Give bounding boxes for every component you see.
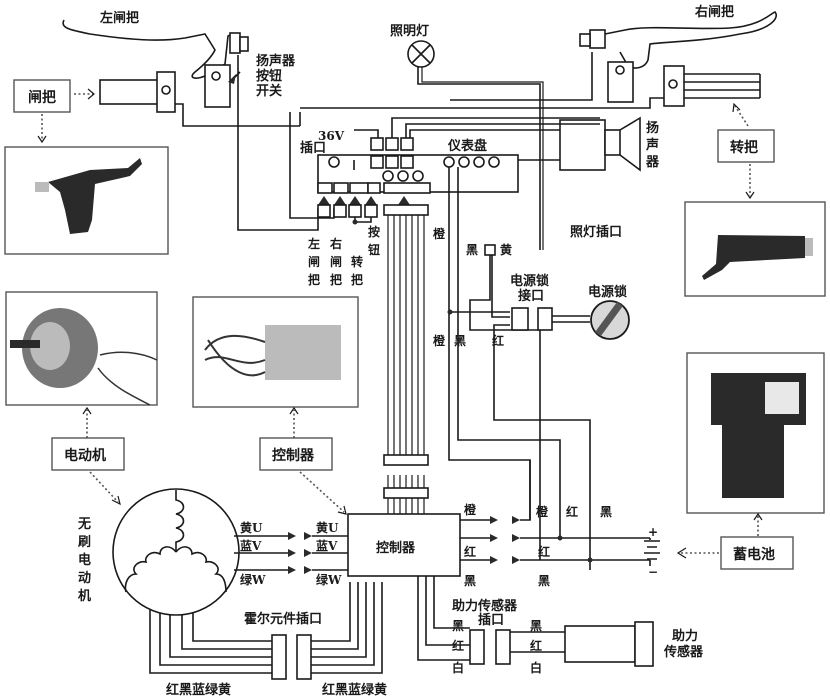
power-lock-interface [511, 307, 590, 331]
right-brake-lever [300, 11, 777, 109]
brushless-motor-symbol [112, 488, 383, 680]
controller-callout-label: 控制器 [272, 447, 315, 464]
controller-photo [192, 296, 359, 408]
right-brake-conn-label-1: 右 [329, 236, 342, 251]
brake-callout-label: 闸把 [28, 89, 56, 106]
motor-label-2: 刷 [78, 535, 91, 550]
battery-callout-label: 蓄电池 [733, 546, 775, 563]
controller-out-orange: 橙 [464, 502, 477, 517]
headlight-label: 照明灯 [390, 23, 429, 39]
phase-u-controller: 黄U [316, 520, 339, 535]
horn-label-1: 扬 [646, 120, 659, 136]
controller-callout[interactable]: 控制器 [259, 406, 347, 515]
throttle-callout-label: 转把 [730, 139, 758, 156]
assist-socket-label-2: 插口 [478, 612, 504, 628]
wire-label-black-top: 黑 [466, 243, 478, 257]
power-lock-icon[interactable] [590, 300, 630, 340]
assist-sensor-label-2: 传感器 [663, 644, 704, 660]
right-brake-conn-label-3: 把 [330, 272, 342, 287]
battery-wire-orange: 橙 [536, 504, 549, 519]
brake-photo [4, 146, 169, 255]
motor-callout-label: 电动机 [64, 447, 106, 464]
throttle-callout[interactable]: 转把 [717, 102, 775, 200]
assist-right-black: 黑 [530, 619, 542, 633]
assist-left-white: 白 [452, 660, 464, 675]
headlight-icon [407, 40, 544, 250]
throttle-conn-label-1: 转 [351, 254, 363, 269]
motor-label-3: 电 [78, 552, 91, 568]
motor-label-1: 无 [77, 517, 91, 532]
horn-button-label-2: 按钮 [256, 68, 282, 84]
power-lock-label: 电源锁 [588, 284, 627, 300]
throttle-photo [684, 201, 826, 297]
phase-u-motor: 黄U [240, 520, 263, 535]
controller-block [347, 460, 660, 667]
horn-label-3: 器 [645, 155, 660, 170]
right-brake-conn-label-2: 闸 [330, 254, 342, 269]
battery-plus: + [648, 525, 658, 539]
battery-minus: − [648, 565, 658, 579]
phase-v-motor: 蓝V [240, 538, 262, 553]
left-brake-conn-label-1: 左 [307, 236, 320, 251]
horn-label-2: 声 [645, 137, 659, 153]
throttle-conn-label-2: 把 [351, 272, 363, 287]
left-brake-label: 左闸把 [100, 10, 139, 26]
assist-left-black: 黑 [452, 619, 464, 633]
phase-w-motor: 绿W [240, 572, 266, 587]
socket-label: 插口 [300, 140, 326, 156]
controller-label: 控制器 [376, 540, 416, 556]
assist-right-white: 白 [530, 660, 542, 675]
button-conn-label-1: 按 [368, 224, 380, 239]
phase-v-controller: 蓝V [316, 538, 338, 553]
battery-wire-red: 红 [566, 504, 578, 519]
horn-button-label-3: 开关 [256, 83, 282, 99]
headlight-socket-label: 照灯插口 [570, 224, 622, 240]
phase-w-controller: 绿W [316, 572, 342, 587]
motor-label-5: 机 [78, 588, 91, 604]
wire-label-orange-mid: 橙 [433, 333, 446, 348]
dashboard-label: 仪表盘 [447, 138, 487, 154]
assist-sensor-label-1: 助力 [672, 628, 698, 644]
hall-socket-label: 霍尔元件插口 [244, 611, 322, 627]
wire-label-black-mid: 黑 [454, 334, 466, 348]
battery-callout[interactable]: 蓄电池 [676, 512, 794, 570]
dashboard-harness [237, 112, 600, 570]
assist-right-red: 红 [530, 638, 542, 653]
horn-button-label-1: 扬声器 [256, 53, 296, 69]
battery-in-red: 红 [538, 544, 550, 559]
battery-wire-black: 黑 [600, 505, 612, 519]
right-brake-label: 右闸把 [694, 4, 734, 20]
left-brake-conn-label-3: 把 [308, 272, 320, 287]
assist-socket-label-1: 助力传感器 [452, 598, 518, 614]
controller-out-black: 黑 [464, 574, 476, 588]
motor-label-4: 动 [78, 571, 91, 586]
socket-36v-label: 36V [318, 129, 345, 143]
power-lock-interface-label-2: 接口 [518, 288, 544, 304]
left-brake-lever [62, 19, 300, 127]
motor-photo [5, 291, 158, 406]
hall-colors-right: 红黑蓝绿黄 [322, 682, 387, 698]
controller-out-red: 红 [464, 544, 476, 559]
brake-callout[interactable]: 闸把 [13, 79, 95, 144]
hall-colors-left: 红黑蓝绿黄 [166, 682, 231, 698]
assist-left-red: 红 [452, 638, 464, 653]
motor-callout[interactable]: 电动机 [51, 406, 125, 506]
left-brake-conn-label-2: 闸 [308, 254, 320, 269]
wire-label-red-mid: 红 [492, 333, 504, 348]
battery-in-black: 黑 [538, 574, 550, 588]
wire-label-yellow: 黄 [500, 242, 512, 257]
button-conn-label-2: 钮 [368, 242, 380, 257]
power-lock-interface-label-1: 电源锁 [510, 273, 549, 289]
battery-photo [686, 352, 825, 514]
wire-label-orange-top: 橙 [433, 226, 446, 241]
